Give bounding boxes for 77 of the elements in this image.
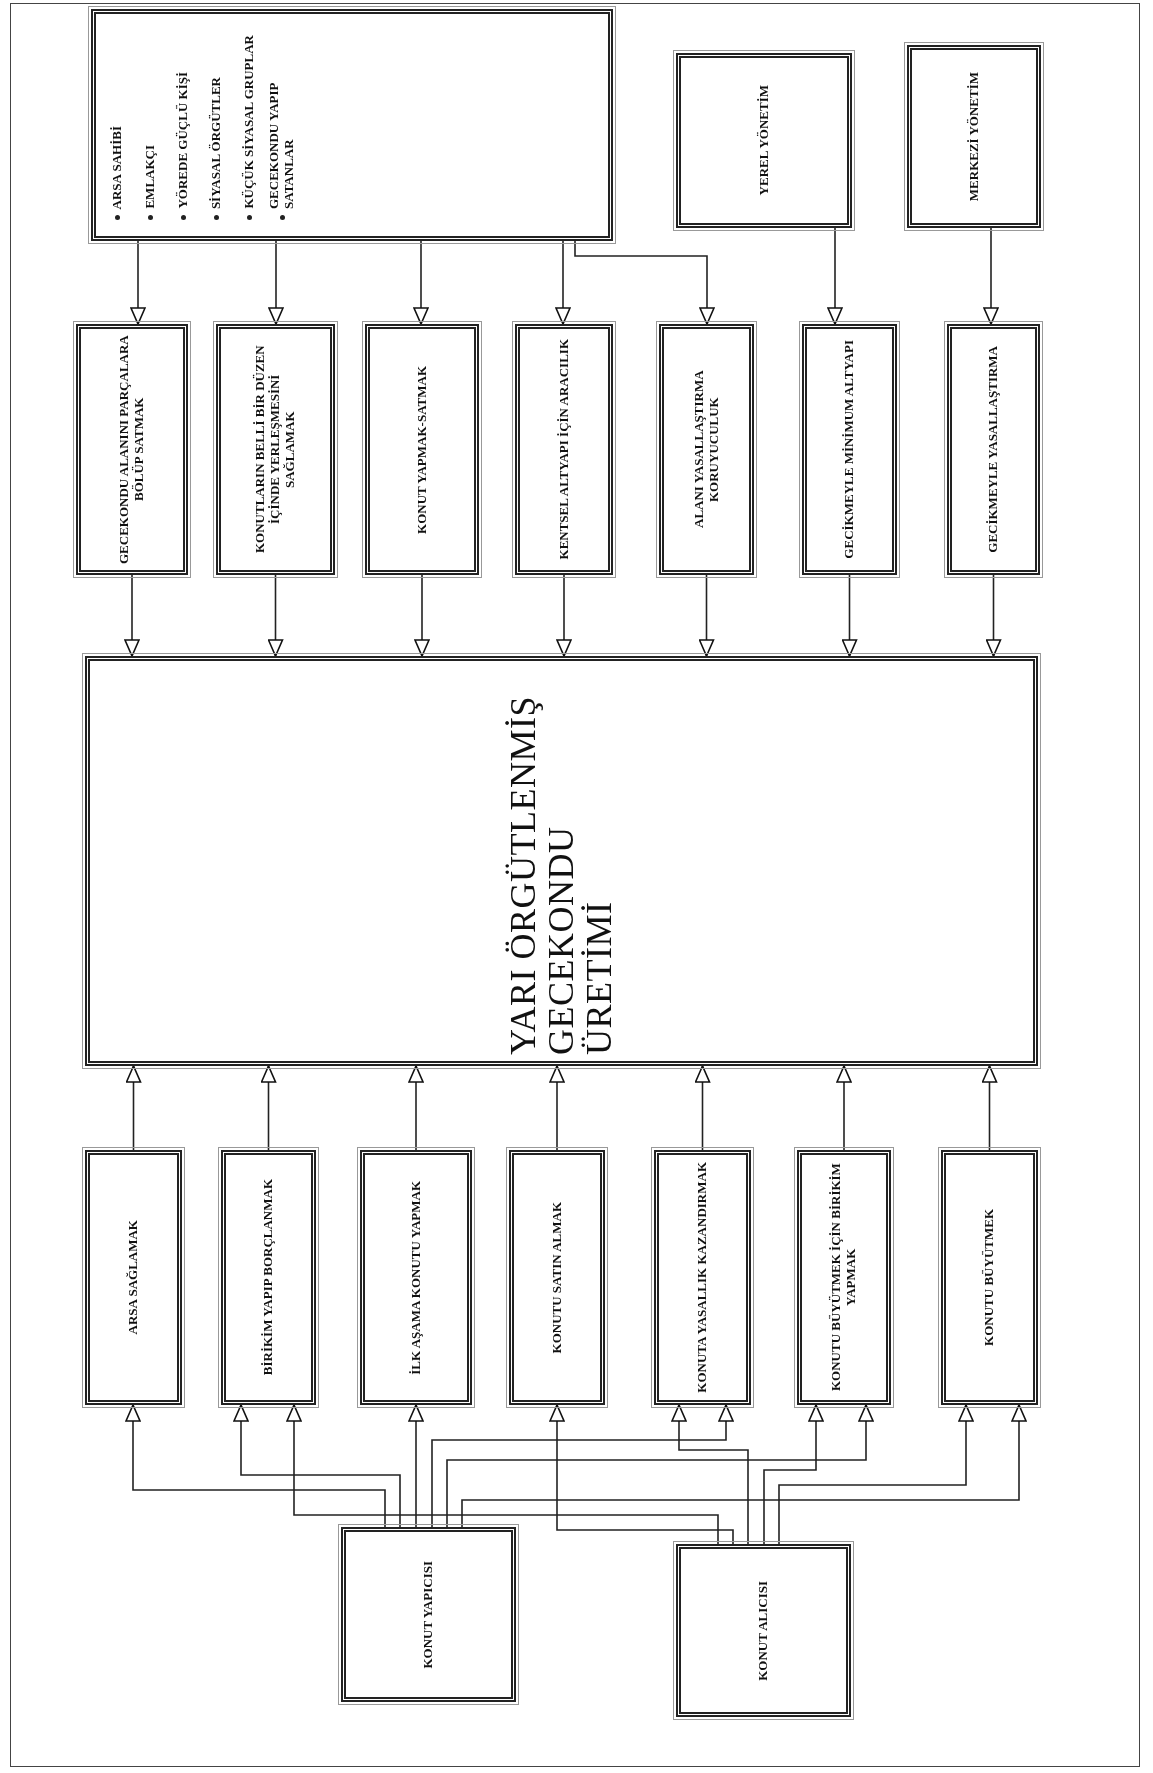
arrow xyxy=(130,240,146,325)
arrow xyxy=(556,574,572,657)
process-box xyxy=(676,1544,851,1717)
process-box xyxy=(360,1150,472,1405)
process-box xyxy=(654,1150,751,1405)
title-text: YARI ÖRGÜTLENMİŞ GECEKONDU ÜRETİMİ xyxy=(504,695,619,1055)
arrow xyxy=(983,227,999,325)
box-label: ALANI YASALLAŞTIRMA KORUYUCULUK xyxy=(691,369,722,531)
process-box xyxy=(947,324,1040,575)
box-label: KONUT YAPMAK-SATMAK xyxy=(414,365,430,534)
box-label: MERKEZİ YÖNETİM xyxy=(966,71,982,202)
arrow xyxy=(671,1404,749,1545)
list-item-text: EMLAKÇI xyxy=(142,145,158,209)
arrow xyxy=(260,1065,277,1151)
arrow xyxy=(408,1065,424,1151)
arrow xyxy=(763,1404,824,1545)
arrow xyxy=(408,1404,424,1528)
process-box xyxy=(797,1150,891,1405)
arrow xyxy=(124,574,140,657)
box-label: GECİKMEYLE MİNİMUM ALTYAPI xyxy=(842,340,857,559)
arrow xyxy=(233,1404,401,1528)
box-label: KONUTU BÜYÜTMEK xyxy=(982,1209,997,1346)
arrow xyxy=(125,1065,142,1151)
group-box xyxy=(91,9,613,241)
process-box xyxy=(659,324,754,575)
box-label: KONUTU BÜYÜTMEK İÇİN BİRİKİM YAPMAK xyxy=(829,1162,859,1394)
arrow xyxy=(414,574,430,657)
arrow xyxy=(694,1065,711,1151)
process-box xyxy=(941,1150,1038,1405)
box-label: GECİKMEYLE YASALLAŞTIRMA xyxy=(986,346,1001,553)
arrow xyxy=(827,227,843,325)
box-label: KONUT YAPICISI xyxy=(421,1560,436,1669)
arrow xyxy=(555,240,571,325)
arrow xyxy=(431,1404,734,1528)
arrow xyxy=(461,1404,1027,1528)
arrow xyxy=(981,1065,998,1151)
arrow xyxy=(286,1404,719,1545)
list-item-text: KÜÇÜK SİYASAL GRUPLAR xyxy=(241,35,257,209)
arrow xyxy=(549,1065,565,1151)
arrow xyxy=(841,574,858,657)
process-box xyxy=(676,53,852,228)
central-box xyxy=(85,656,1038,1066)
process-box xyxy=(802,324,897,575)
arrow xyxy=(574,240,715,325)
arrow xyxy=(836,1065,852,1151)
process-box xyxy=(341,1527,516,1702)
box-label: KONUT ALICISI xyxy=(756,1580,771,1681)
list-item-text: GECEKONDU YAPIP SATANLAR xyxy=(267,82,298,209)
process-box xyxy=(515,324,613,575)
arrow xyxy=(985,574,1002,657)
list-item-text: ARSA SAHİBİ xyxy=(110,125,125,209)
box-label: YEREL YÖNETİM xyxy=(756,85,772,196)
arrow xyxy=(549,1404,734,1545)
process-box xyxy=(221,1150,316,1405)
arrow xyxy=(268,240,284,325)
box-label: KENTSEL ALTYAPI İÇİN ARACILIK xyxy=(556,339,572,560)
box-label: KONUTU SATIN ALMAK xyxy=(549,1201,565,1354)
process-box xyxy=(85,1150,182,1405)
box-label: GECEKONDU ALANINI PARÇALARA BÖLÜP SATMAK xyxy=(117,335,147,564)
arrow xyxy=(413,240,429,325)
arrow xyxy=(125,1404,386,1528)
arrow xyxy=(698,574,715,657)
process-box xyxy=(216,324,335,575)
box-label: BİRİKİM YAPIP BORÇLANMAK xyxy=(261,1179,276,1376)
process-box xyxy=(365,324,479,575)
process-box xyxy=(907,45,1041,228)
process-box xyxy=(509,1150,605,1405)
arrow xyxy=(446,1404,874,1528)
box-label: İLK AŞAMA KONUTU YAPMAK xyxy=(408,1180,424,1375)
box-label: ARSA SAĞLAMAK xyxy=(126,1220,141,1335)
list-item-text: YÖREDE GÜÇLÜ KİŞİ xyxy=(175,72,191,209)
box-label: KONUTLARIN BELLİ BİR DÜZEN İÇİNDE YERLEŞMESİNİ SAĞLAMAK xyxy=(253,344,298,556)
arrow xyxy=(778,1404,974,1545)
box-label: KONUTA YASALLIK KAZANDIRMAK xyxy=(695,1162,710,1393)
list-item-text: SİYASAL ÖRGÜTLER xyxy=(208,76,224,209)
process-box xyxy=(76,324,188,575)
arrow xyxy=(267,574,284,657)
